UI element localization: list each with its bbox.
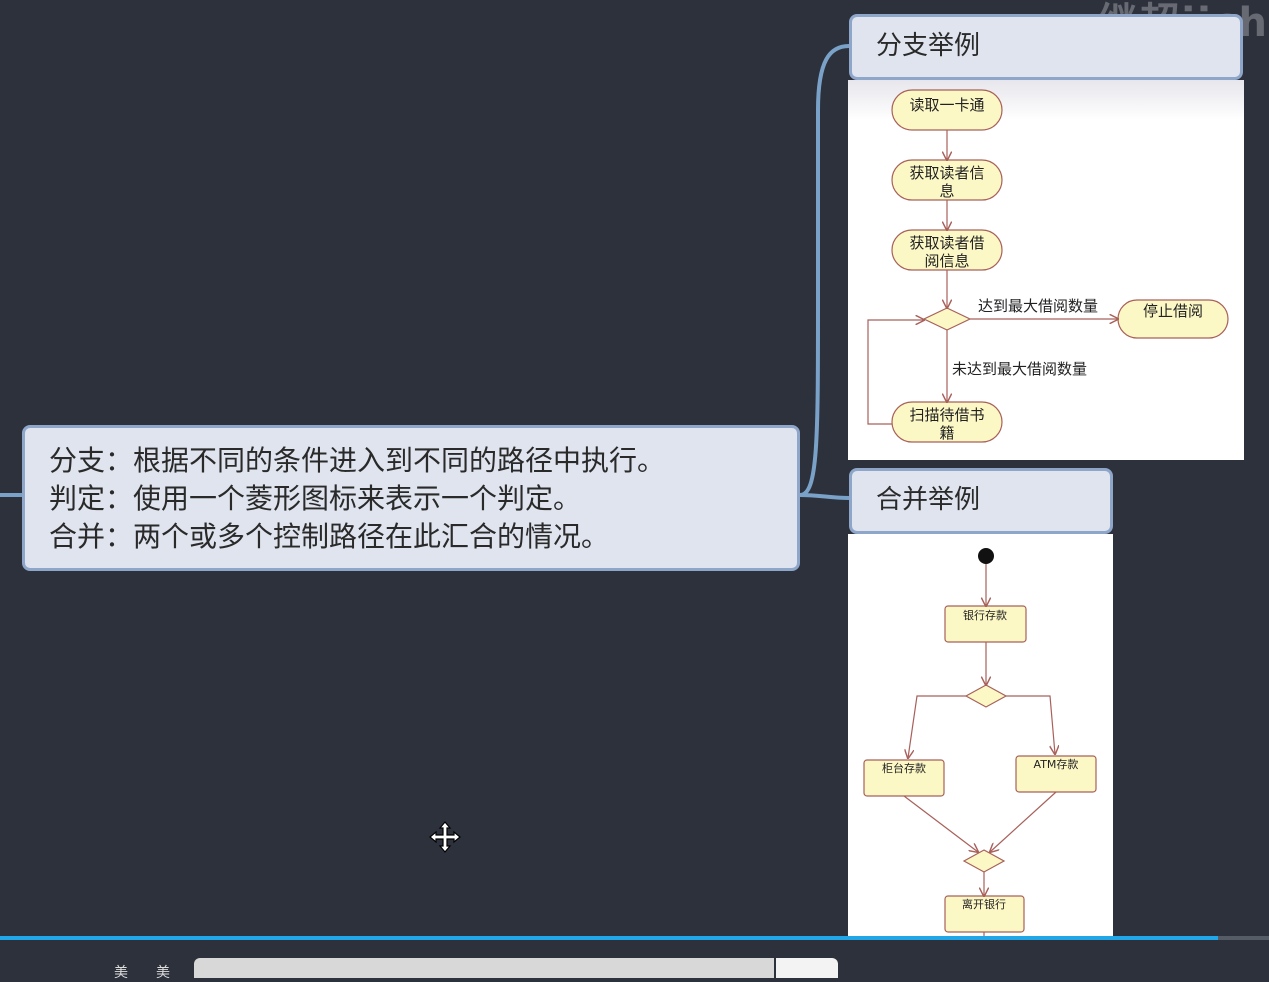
comment-send-button[interactable]	[776, 958, 838, 978]
initial-node	[978, 548, 994, 564]
state-atm-deposit-label: ATM存款	[1034, 757, 1079, 771]
control-glyph-1[interactable]: 美	[114, 965, 128, 981]
state-leave-bank-label: 离开银行	[962, 897, 1006, 911]
merge-example-topic[interactable]: 合并举例	[849, 468, 1113, 534]
state-scan-book-label-2: 籍	[939, 424, 954, 442]
state-read-card-label: 读取一卡通	[909, 96, 984, 114]
transition-counter-merge	[903, 795, 978, 852]
merge-diamond	[962, 849, 1006, 873]
transition-to-counter	[908, 695, 966, 758]
move-cursor-icon	[429, 821, 461, 853]
definition-merge: 合并：两个或多个控制路径在此汇合的情况。	[49, 520, 610, 553]
transition-atm-merge	[990, 791, 1057, 852]
state-counter-deposit-label: 柜台存款	[882, 761, 926, 775]
state-bank-deposit-label: 银行存款	[963, 608, 1007, 622]
video-progress-bar[interactable]	[0, 936, 1269, 940]
fork-decision-diamond	[964, 684, 1008, 708]
state-borrow-info-label-2: 阅信息	[924, 252, 969, 270]
guard-max-reached: 达到最大借阅数量	[978, 297, 1098, 315]
comment-input[interactable]	[194, 958, 774, 978]
state-reader-info-label-2: 息	[939, 182, 954, 200]
connector-to-merge	[799, 493, 850, 500]
branch-activity-diagram: 读取一卡通 获取读者信 息 获取读者借 阅信息 停止借阅 扫描待借书 籍 达到最…	[848, 80, 1244, 460]
guard-max-not-reached: 未达到最大借阅数量	[952, 360, 1087, 378]
video-progress-fill	[0, 936, 1219, 940]
transition-to-atm	[1006, 695, 1055, 754]
definition-branch: 分支：根据不同的条件进入到不同的路径中执行。	[49, 444, 666, 477]
state-reader-info-label-1: 获取读者信	[909, 164, 984, 182]
loop-back-transition	[867, 320, 924, 425]
central-topic-node[interactable]: 分支：根据不同的条件进入到不同的路径中执行。 判定：使用一个菱形图标来表示一个判…	[22, 425, 800, 571]
branch-example-topic[interactable]: 分支举例	[849, 14, 1243, 80]
state-stop-borrow-label: 停止借阅	[1143, 302, 1203, 320]
merge-activity-diagram: 银行存款 柜台存款 ATM存款 离开银行	[848, 534, 1113, 972]
state-borrow-info-label-1: 获取读者借	[909, 234, 984, 252]
definition-decision: 判定：使用一个菱形图标来表示一个判定。	[49, 482, 582, 515]
connector-to-branch	[799, 44, 850, 497]
control-glyph-2[interactable]: 美	[156, 965, 170, 981]
state-scan-book-label-1: 扫描待借书	[909, 406, 984, 424]
decision-diamond	[922, 307, 972, 331]
